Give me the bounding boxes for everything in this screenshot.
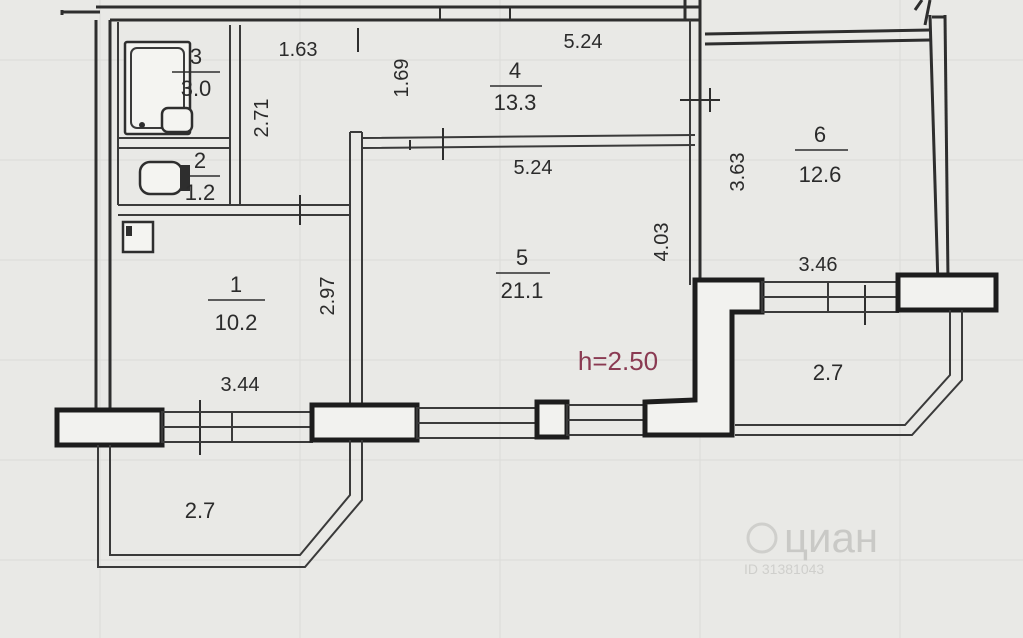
- balconies: [97, 310, 963, 568]
- room-3-number: 3: [190, 44, 202, 69]
- dim-1-69: 1.69: [391, 59, 413, 98]
- toilet-icon: [138, 160, 184, 196]
- balcony-right-area: 2.7: [813, 360, 844, 385]
- dim-1-63: 1.63: [279, 39, 318, 61]
- room-4-number: 4: [509, 58, 521, 83]
- watermark: циан ID 31381043: [744, 514, 878, 577]
- room-5-number: 5: [516, 245, 528, 270]
- dim-2-71: 2.71: [251, 99, 273, 138]
- room-5-area: 21.1: [501, 278, 544, 303]
- dim-3-46: 3.46: [799, 254, 838, 276]
- sink-icon: [160, 106, 194, 134]
- ceiling-height-note: h=2.50: [578, 346, 658, 376]
- dim-4-03: 4.03: [651, 223, 673, 262]
- dim-2-97: 2.97: [317, 277, 339, 316]
- room-1-number: 1: [230, 272, 242, 297]
- room-2-number: 2: [194, 148, 206, 173]
- balcony-right-outline: [735, 310, 963, 436]
- dim-3-63: 3.63: [727, 153, 749, 192]
- room-4-area: 13.3: [494, 90, 537, 115]
- wall-pier-5: [895, 272, 999, 313]
- dim-3-44: 3.44: [221, 374, 260, 396]
- room-3-area: 3.0: [181, 76, 212, 101]
- wall-pier-2: [309, 402, 420, 443]
- room-1-area: 10.2: [215, 310, 258, 335]
- balcony-left-outline: [97, 440, 363, 568]
- dim-5-24-top: 5.24: [564, 31, 603, 53]
- balcony-left-area: 2.7: [185, 498, 216, 523]
- watermark-logo-text: циан: [784, 514, 878, 561]
- dim-5-24-mid: 5.24: [514, 157, 553, 179]
- room-2-area: 1.2: [185, 180, 216, 205]
- dimension-labels: 1.63 5.24 1.69 2.71 5.24 4.03 3.63 3.46 …: [221, 31, 838, 396]
- wall-pier-3: [534, 399, 570, 440]
- fixtures: [121, 40, 194, 254]
- room-6-number: 6: [814, 122, 826, 147]
- interior-walls: [117, 20, 696, 412]
- wall-pier-1: [54, 407, 165, 448]
- room-labels: 3 3.0 2 1.2 4 13.3 6 12.6 5 21.1 1 10.2 …: [172, 44, 848, 523]
- watermark-id-text: ID 31381043: [744, 561, 824, 577]
- cian-logo-icon: [746, 522, 778, 554]
- outer-walls: [60, 0, 950, 412]
- facade: [54, 272, 999, 448]
- wall-pier-4: [642, 277, 765, 438]
- room-6-area: 12.6: [799, 162, 842, 187]
